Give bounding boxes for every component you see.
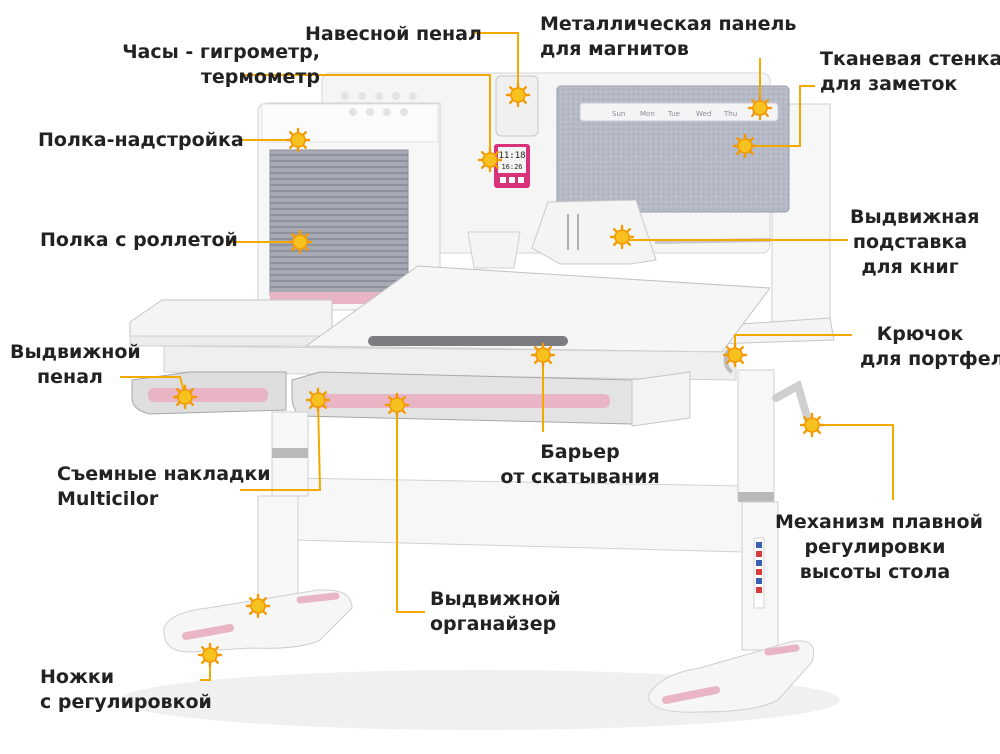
label-line: Выдвижная (850, 206, 980, 228)
marker-clock (477, 147, 503, 173)
label-pencil-case-hanging: Навесной пенал (305, 22, 482, 47)
label-line: Выдвижной (430, 588, 561, 610)
label-line: Барьер (540, 441, 620, 463)
marker-top-shelf (285, 127, 311, 153)
calendar-day: Mon (640, 110, 655, 118)
marker-legs-foot (245, 593, 271, 619)
label-magnet-panel: Металлическая панель для магнитов (540, 12, 796, 62)
label-organizer: Выдвижной органайзер (430, 587, 561, 637)
bag-hook (723, 349, 734, 374)
label-book-stand: Выдвижная подставка для книг (850, 205, 980, 280)
marker-anti-roll (530, 342, 556, 368)
label-line: для заметок (820, 73, 958, 95)
label-line: регулировки (804, 536, 946, 558)
label-line: пенал (37, 366, 103, 388)
label-line: Выдвижной (10, 341, 141, 363)
hutch-dots (341, 92, 417, 116)
crank-handle (772, 380, 812, 424)
height-scale (753, 537, 765, 609)
label-line: с регулировкой (40, 691, 212, 713)
label-line: высоты стола (799, 561, 951, 583)
label-line: для книг (861, 256, 959, 278)
label-line: для портфеля (860, 348, 1000, 370)
label-line: Механизм плавной (775, 511, 983, 533)
marker-roller-shelf (287, 229, 313, 255)
label-top-shelf: Полка-надстройка (38, 128, 244, 153)
left-desktop-edge (129, 335, 331, 347)
leader-lines (120, 32, 894, 681)
left-desktop (129, 299, 333, 339)
label-roller-shelf: Полка с роллетой (40, 228, 238, 253)
label-line: для магнитов (540, 38, 689, 60)
label-line: термометр (200, 66, 320, 88)
left-foot-pink-back (296, 592, 340, 604)
marker-fabric-wall (732, 133, 758, 159)
label-line: Полка с роллетой (40, 229, 238, 251)
leader-pencil-drawer (120, 376, 186, 396)
book-stand-hinge (567, 214, 579, 250)
magnet-strip (579, 102, 779, 122)
book-stand (531, 199, 657, 265)
left-foot-pink (182, 624, 234, 640)
label-pencil-drawer: Выдвижной пенал (10, 340, 141, 390)
label-line: Металлическая панель (540, 13, 797, 35)
callout-markers (172, 82, 825, 668)
label-legs: Ножки с регулировкой (40, 665, 212, 715)
marker-covers (305, 387, 331, 413)
anti-roll-barrier (368, 336, 568, 346)
label-line: Навесной пенал (305, 23, 482, 45)
left-foot (163, 589, 353, 653)
leader-height-mechanism (812, 424, 894, 500)
leader-covers (240, 399, 322, 491)
label-line: Съемные накладки (57, 463, 271, 485)
marker-legs (197, 642, 223, 668)
marker-pencil-drawer (172, 384, 198, 410)
label-line: Тканевая стенка (820, 48, 1000, 70)
right-foot-pink (662, 686, 720, 704)
right-leg-upper (737, 369, 775, 501)
clock-display-top: 11:18 (498, 151, 525, 161)
pencil-drawer-pink (148, 388, 268, 402)
calendar-day: Thu (723, 110, 737, 118)
right-leg-band (738, 492, 774, 502)
marker-hook (722, 342, 748, 368)
leader-pencil-case-hanging (475, 32, 519, 95)
leader-fabric-wall (745, 85, 815, 147)
label-line: Часы - гигрометр, (122, 41, 320, 63)
marker-pencil-case-hanging (505, 82, 531, 108)
label-anti-roll: Барьер от скатывания (500, 440, 660, 490)
calendar-day: Tue (667, 110, 680, 118)
right-foot-pink-back (764, 644, 800, 656)
label-line: от скатывания (500, 466, 660, 488)
calendar-day: Sun (612, 110, 625, 118)
marker-organizer (384, 392, 410, 418)
leader-clock (245, 74, 491, 160)
clock-screen (498, 147, 526, 173)
clock-buttons (500, 177, 524, 183)
roller-shutter (269, 149, 409, 296)
marker-height-mechanism (799, 412, 825, 438)
label-fabric-wall: Тканевая стенка для заметок (820, 47, 1000, 97)
label-clock: Часы - гигрометр, термометр (75, 40, 320, 90)
organizer-drawer-pink (310, 394, 610, 408)
label-line: Крючок (876, 323, 964, 345)
clock-display-bottom: 16:26 (501, 163, 522, 171)
label-line: Multicilor (57, 488, 159, 510)
marker-magnet-panel (747, 95, 773, 121)
drawer-side (631, 371, 691, 427)
label-line: органайзер (430, 613, 557, 635)
marker-book-stand (609, 224, 635, 250)
label-height-mechanism: Механизм плавной регулировки высоты стола (775, 510, 983, 585)
leader-organizer (396, 405, 425, 613)
label-line: подставка (852, 231, 968, 253)
label-hook: Крючок для портфеля (860, 322, 1000, 372)
calendar-day: Wed (696, 110, 711, 118)
cup-holder (467, 231, 521, 269)
label-line: Полка-надстройка (38, 129, 244, 151)
label-line: Ножки (40, 666, 115, 688)
left-leg-band (272, 448, 308, 458)
